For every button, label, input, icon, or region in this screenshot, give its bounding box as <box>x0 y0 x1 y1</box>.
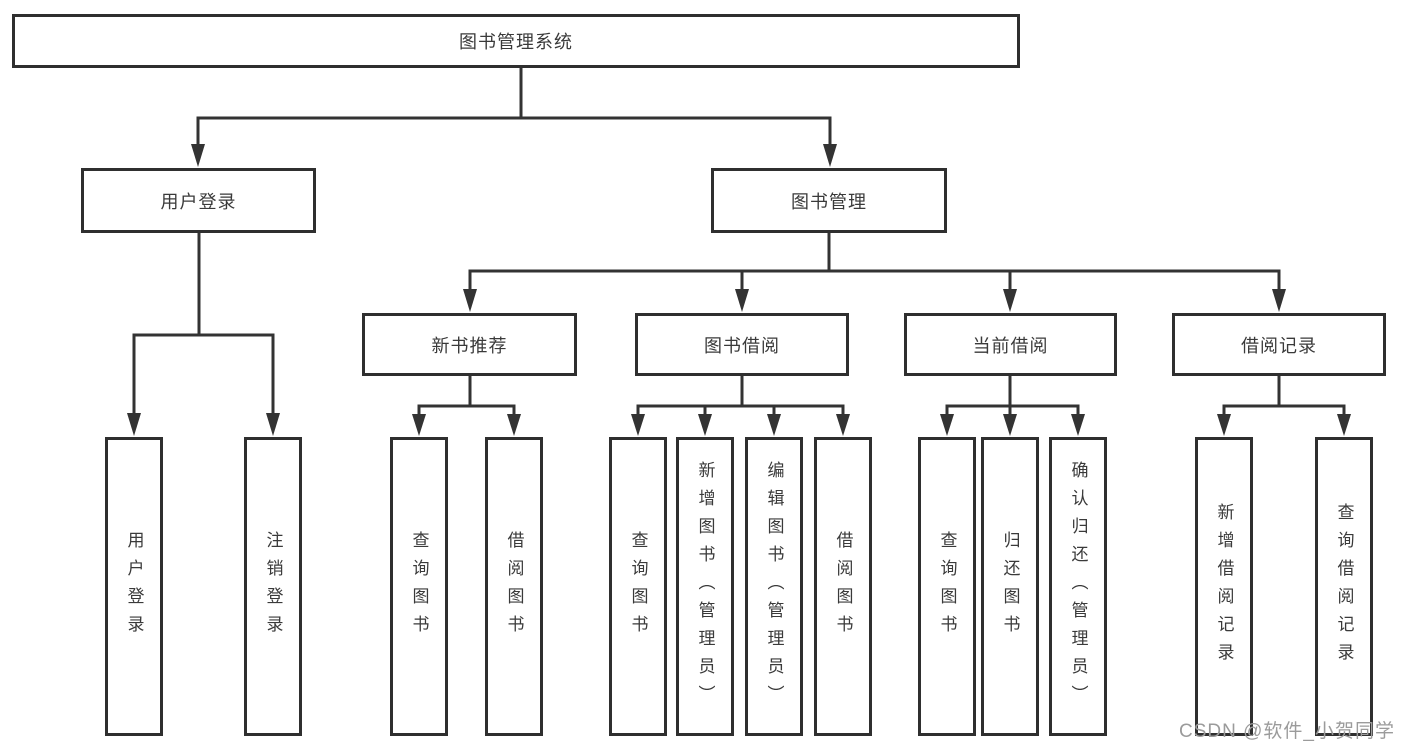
node-root: 图书管理系统 <box>12 14 1020 68</box>
node-borrow-records: 借阅记录 <box>1172 313 1386 376</box>
leaf-current-confirm: 确认归还（管理员） <box>1049 437 1107 736</box>
connector-borrow-records-to-leaves <box>1217 375 1351 436</box>
leaf-record-add: 新增借阅记录 <box>1195 437 1253 736</box>
leaf-current-query-label: 查询图书 <box>937 530 957 643</box>
leaf-borrow-add-label: 新增图书（管理员） <box>695 460 715 713</box>
leaf-borrow-edit: 编辑图书（管理员） <box>745 437 803 736</box>
leaf-current-confirm-label: 确认归还（管理员） <box>1068 460 1088 713</box>
connector-current-borrow-to-leaves <box>940 375 1085 436</box>
leaf-borrow-query: 查询图书 <box>609 437 667 736</box>
leaf-current-return-label: 归还图书 <box>1000 530 1020 643</box>
node-root-label: 图书管理系统 <box>459 32 573 52</box>
node-current-borrow: 当前借阅 <box>904 313 1117 376</box>
leaf-borrow-borrow: 借阅图书 <box>814 437 872 736</box>
connector-user-login-to-leaves <box>127 232 280 436</box>
leaf-newbook-query-label: 查询图书 <box>409 530 429 643</box>
node-borrow-records-label: 借阅记录 <box>1241 335 1317 356</box>
node-user-login-label: 用户登录 <box>160 191 237 212</box>
leaf-logout: 注销登录 <box>244 437 302 736</box>
leaf-newbook-borrow: 借阅图书 <box>485 437 543 736</box>
leaf-record-query-label: 查询借阅记录 <box>1334 502 1354 671</box>
leaf-borrow-borrow-label: 借阅图书 <box>833 530 853 643</box>
watermark: CSDN @软件_小贺同学 <box>1179 721 1395 742</box>
node-new-book-rec-label: 新书推荐 <box>431 335 508 356</box>
leaf-newbook-borrow-label: 借阅图书 <box>504 530 524 643</box>
node-book-mgmt: 图书管理 <box>711 168 947 233</box>
connector-new-book-to-leaves <box>412 375 521 436</box>
leaf-logout-label: 注销登录 <box>263 530 283 643</box>
node-user-login: 用户登录 <box>81 168 316 233</box>
node-book-mgmt-label: 图书管理 <box>791 191 867 212</box>
node-new-book-rec: 新书推荐 <box>362 313 577 376</box>
leaf-record-query: 查询借阅记录 <box>1315 437 1373 736</box>
leaf-borrow-edit-label: 编辑图书（管理员） <box>764 460 784 713</box>
connector-book-mgmt-to-level3 <box>463 232 1286 312</box>
connector-book-borrow-to-leaves <box>631 375 850 436</box>
connector-root-to-level2 <box>191 67 837 167</box>
leaf-borrow-query-label: 查询图书 <box>628 530 648 643</box>
node-current-borrow-label: 当前借阅 <box>972 335 1049 356</box>
node-book-borrow-label: 图书借阅 <box>704 335 780 356</box>
leaf-user-login: 用户登录 <box>105 437 163 736</box>
leaf-record-add-label: 新增借阅记录 <box>1214 502 1234 671</box>
leaf-user-login-label: 用户登录 <box>124 530 144 643</box>
leaf-current-return: 归还图书 <box>981 437 1039 736</box>
node-book-borrow: 图书借阅 <box>635 313 849 376</box>
leaf-current-query: 查询图书 <box>918 437 976 736</box>
leaf-newbook-query: 查询图书 <box>390 437 448 736</box>
leaf-borrow-add: 新增图书（管理员） <box>676 437 734 736</box>
